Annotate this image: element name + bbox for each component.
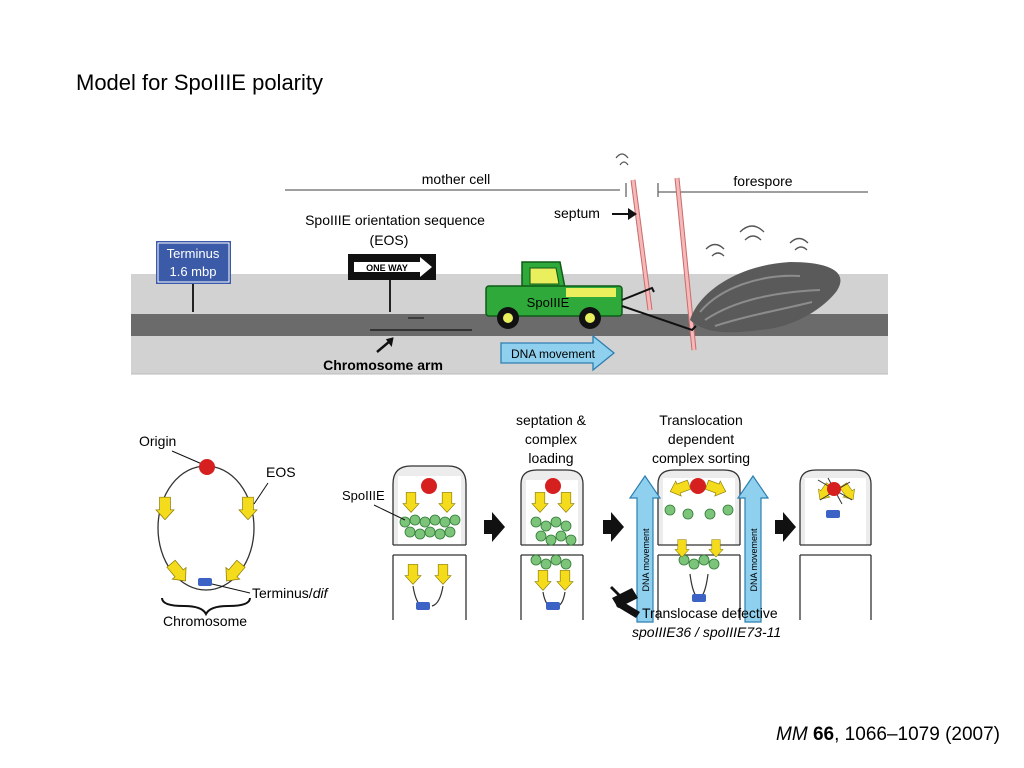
terminus-dot — [198, 578, 212, 586]
dna-movement-arrow-right — [736, 474, 770, 623]
septation-line3: loading — [528, 450, 573, 466]
terminus-sign-line2: 1.6 mbp — [170, 264, 217, 279]
chromosome-arm-arrow — [376, 337, 394, 353]
cell-stage-2: septation & complex loading — [516, 412, 587, 620]
eos-abbrev: (EOS) — [370, 232, 409, 248]
step-arrow-3 — [775, 512, 796, 542]
eos-label: EOS — [266, 464, 296, 480]
chromosome-brace — [161, 597, 251, 617]
septation-line2: complex — [525, 431, 577, 447]
cell-stage-3: Translocation dependent complex sorting … — [628, 412, 770, 623]
dna-movement-arrow-left — [628, 474, 662, 623]
compacted-dna — [690, 225, 841, 333]
translocation-line1: Translocation — [659, 412, 743, 428]
translocation-line2: dependent — [668, 431, 734, 447]
cell-stage-1 — [392, 465, 467, 620]
septum-label: septum — [554, 205, 600, 221]
mutants-label: spoIIIE36 / spoIIIE73-11 — [632, 624, 781, 640]
eos-title: SpoIIIE orientation sequence — [305, 212, 485, 228]
chromosome-arm-label: Chromosome arm — [323, 357, 443, 373]
top-panel: mother cell forespore septum SpoIIIE ori… — [131, 153, 888, 375]
terminus-dif-label: Terminus/dif — [252, 585, 330, 601]
terminus-sign-line1: Terminus — [167, 246, 220, 261]
septation-line1: septation & — [516, 412, 587, 428]
dna-movement-vertical-left: DNA movement — [641, 528, 651, 592]
citation-journal: MM — [776, 724, 808, 745]
origin-label: Origin — [139, 433, 176, 449]
translocase-defective-label: Translocase defective — [642, 605, 778, 621]
truck-label: SpoIIIE — [527, 295, 570, 310]
dna-movement-arrow — [500, 334, 616, 372]
step-arrow-1 — [484, 512, 505, 542]
septum-bar-left — [631, 179, 652, 311]
bottom-panel: Origin EOS Terminus/dif Chromosome — [139, 412, 872, 640]
dna-movement-vertical-right: DNA movement — [749, 528, 759, 592]
citation: MM 66, 1066–1079 (2007) — [776, 724, 1000, 746]
spoiiie-truck: SpoIIIE — [485, 261, 697, 332]
septum-arrow — [612, 208, 637, 220]
step-arrow-2 — [603, 512, 624, 542]
citation-volume: 66 — [812, 724, 835, 745]
translocase-defective-block — [610, 586, 640, 618]
septum-bar-right — [675, 177, 696, 351]
forespore-label: forespore — [733, 173, 792, 189]
citation-pages: , 1066–1079 (2007) — [834, 724, 1000, 745]
origin-dot — [199, 459, 215, 475]
translocation-line3: complex sorting — [652, 450, 750, 466]
dna-movement-label: DNA movement — [511, 347, 596, 361]
mother-cell-label: mother cell — [422, 171, 490, 187]
spoiiie-label: SpoIIIE — [342, 488, 385, 503]
slide-title: Model for SpoIIIE polarity — [76, 70, 324, 95]
one-way-text: ONE WAY — [366, 263, 408, 273]
cell-stage-4 — [799, 469, 872, 620]
chromosome-label: Chromosome — [163, 613, 247, 629]
terminus-sign — [156, 241, 231, 284]
